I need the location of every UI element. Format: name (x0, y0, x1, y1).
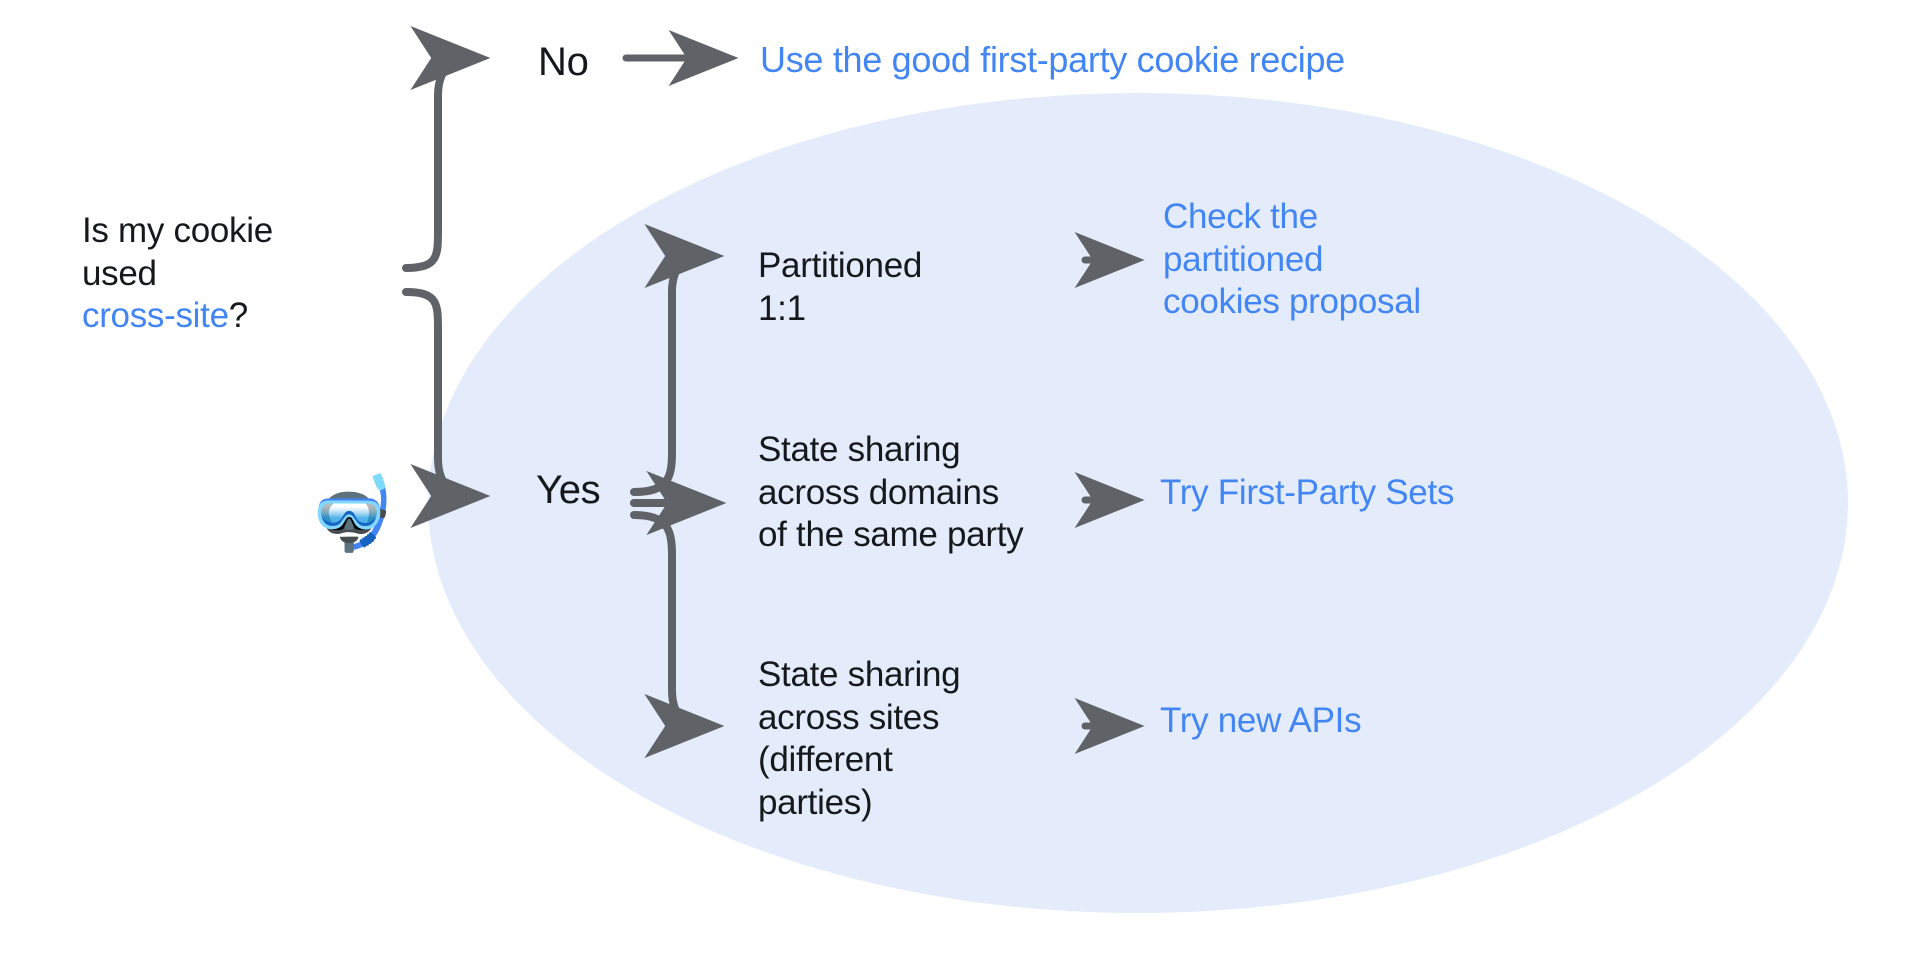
option-state-sharing-domains: State sharing across domains of the same… (758, 430, 1024, 555)
root-question-line1: Is my cookie (82, 211, 273, 250)
option-state-sharing-sites: State sharing across sites (different pa… (758, 655, 961, 823)
root-question-suffix: ? (228, 296, 248, 336)
branch-label-yes: Yes (536, 468, 601, 512)
diving-mask-icon: 🤿 (306, 474, 396, 554)
outcome-first-party-sets[interactable]: Try First-Party Sets (1160, 473, 1455, 512)
outcome-partitioned-cookies-proposal[interactable]: Check the partitioned cookies proposal (1163, 197, 1421, 322)
branch-label-no: No (538, 40, 589, 84)
root-question-line2: used (82, 253, 157, 293)
connector-yes-to-sites (630, 511, 725, 758)
connector-root-to-yes (402, 288, 491, 528)
outcome-first-party-recipe[interactable]: Use the good first-party cookie recipe (760, 39, 1345, 80)
root-question-highlight[interactable]: cross-site (82, 296, 229, 336)
outcome-new-apis[interactable]: Try new APIs (1160, 701, 1362, 740)
option-partitioned-1-1: Partitioned 1:1 (758, 246, 923, 328)
connector-root-to-no (402, 26, 491, 272)
